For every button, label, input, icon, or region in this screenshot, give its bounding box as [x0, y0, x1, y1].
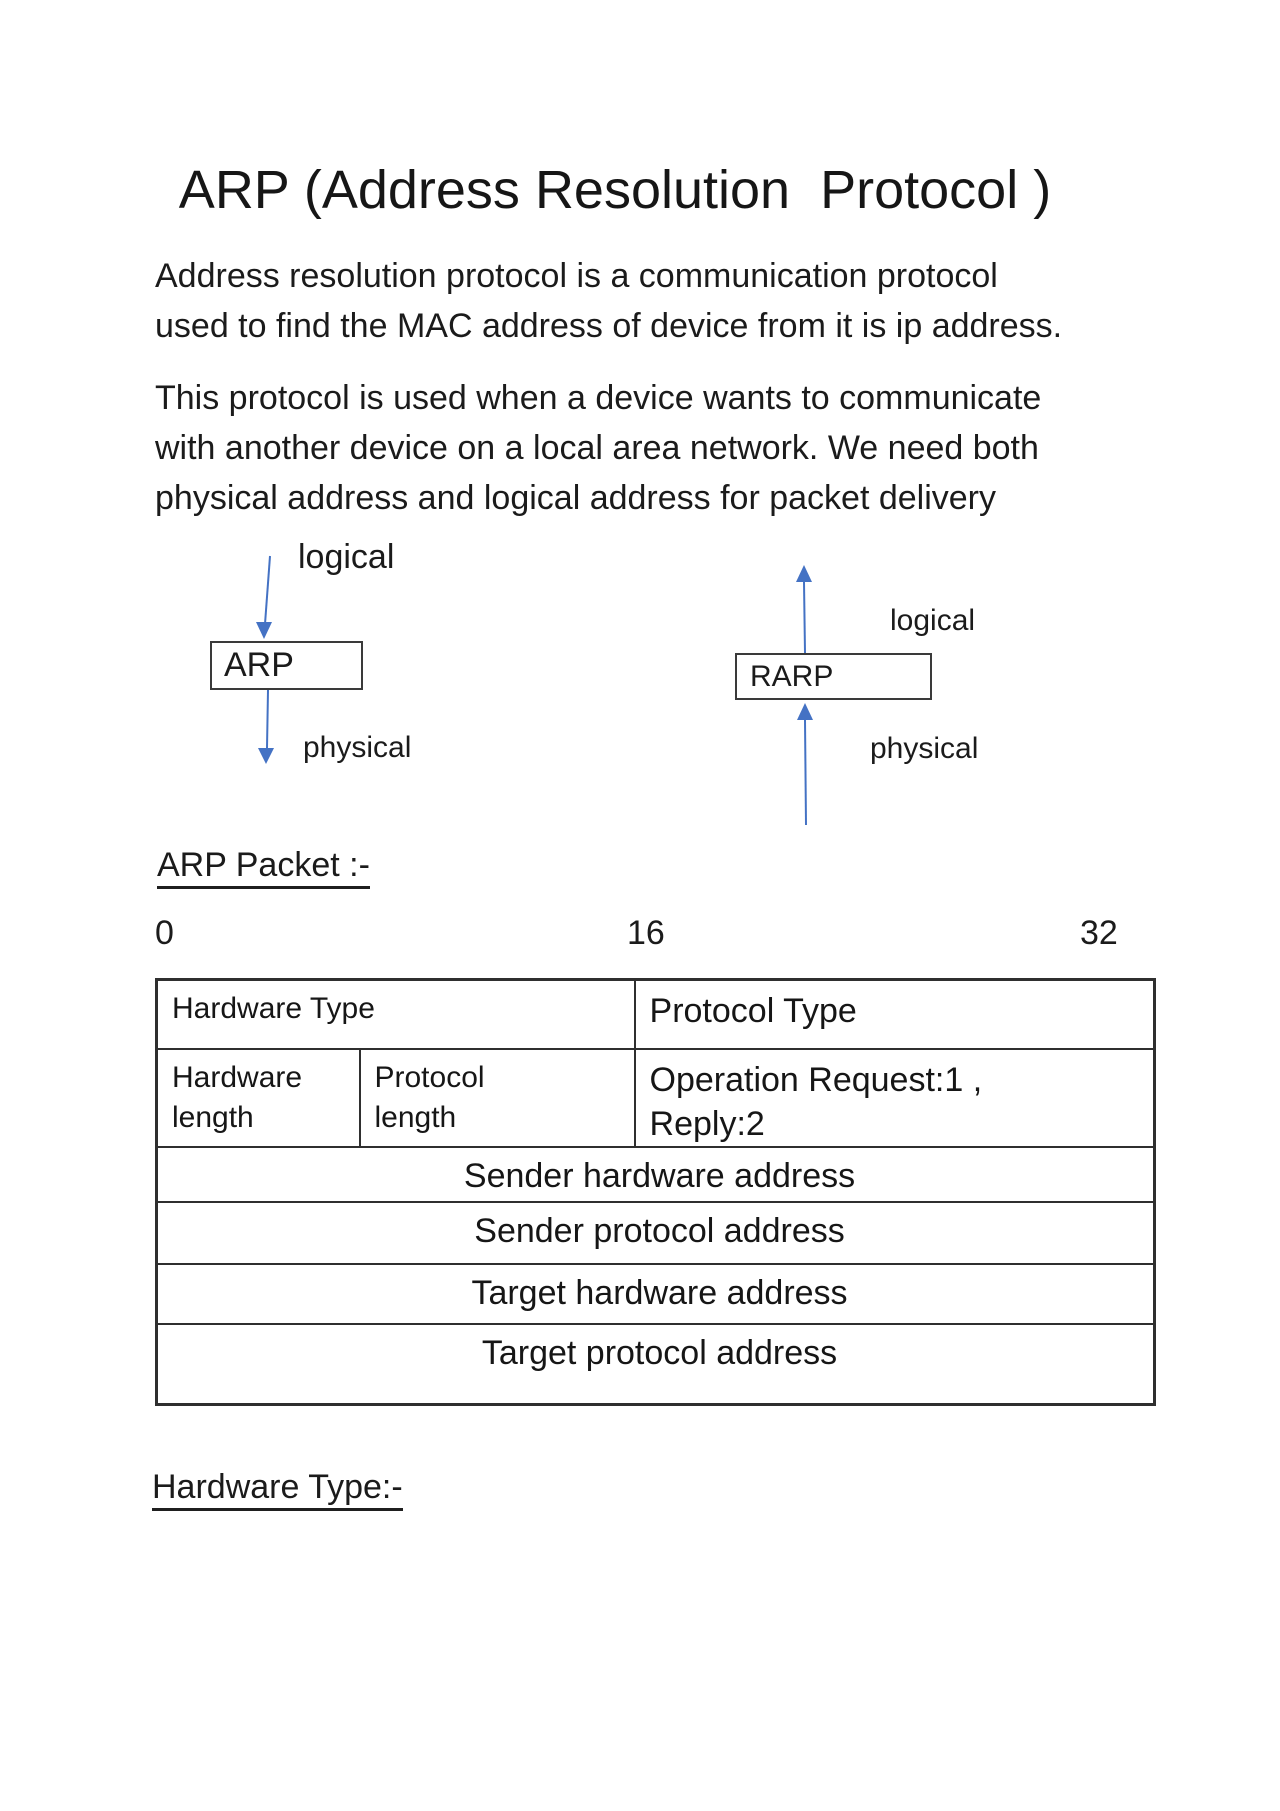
- arp-packet-heading: ARP Packet :-: [157, 848, 370, 889]
- rarp-box: RARP: [735, 653, 932, 700]
- table-row: Hardware Type Protocol Type: [155, 978, 1156, 1050]
- rarp-physical-arrowhead-icon: [797, 703, 813, 720]
- hardware-type-heading: Hardware Type:-: [152, 1470, 403, 1511]
- cell-hardware-length: Hardware length: [155, 1047, 361, 1148]
- hardware-type-heading-text: Hardware Type:-: [152, 1470, 403, 1511]
- rarp-logical-arrowhead-icon: [796, 565, 812, 582]
- arp-logical-label: logical: [298, 538, 395, 576]
- table-row: Sender hardware address: [155, 1145, 1156, 1203]
- cell-target-protocol-address: Target protocol address: [155, 1322, 1156, 1406]
- arp-physical-arrow-line: [266, 689, 269, 749]
- rarp-box-label: RARP: [750, 660, 834, 693]
- arp-packet-heading-text: ARP Packet :-: [157, 848, 370, 889]
- arp-physical-arrowhead-icon: [258, 748, 274, 764]
- bit-marker-16: 16: [627, 914, 665, 952]
- cell-sender-protocol-address: Sender protocol address: [155, 1200, 1156, 1265]
- page-title: ARP (Address Resolution Protocol ): [178, 160, 1052, 220]
- rarp-logical-label: logical: [890, 604, 976, 637]
- table-row: Target protocol address: [155, 1322, 1156, 1406]
- table-row: Hardware length Protocol length Operatio…: [155, 1047, 1156, 1148]
- arp-box: ARP: [210, 641, 363, 690]
- cell-sender-hardware-address: Sender hardware address: [155, 1145, 1156, 1203]
- bit-marker-0: 0: [155, 914, 174, 952]
- paragraph-definition: Address resolution protocol is a communi…: [155, 257, 1063, 345]
- arp-logical-arrowhead-icon: [256, 622, 272, 639]
- arp-packet-table: Hardware Type Protocol Type Hardware len…: [155, 978, 1157, 1406]
- cell-protocol-length: Protocol length: [358, 1047, 636, 1148]
- cell-target-hardware-address: Target hardware address: [155, 1262, 1156, 1325]
- paragraph-usage: This protocol is used when a device want…: [155, 379, 1042, 517]
- rarp-logical-arrow-line: [803, 581, 806, 654]
- rarp-physical-label: physical: [870, 732, 979, 765]
- table-row: Target hardware address: [155, 1262, 1156, 1325]
- cell-protocol-type: Protocol Type: [633, 978, 1156, 1050]
- rarp-physical-arrow-line: [804, 719, 807, 826]
- bit-marker-32: 32: [1080, 914, 1118, 952]
- table-row: Sender protocol address: [155, 1200, 1156, 1265]
- cell-hardware-type: Hardware Type: [155, 978, 636, 1050]
- arp-logical-arrow-line: [264, 555, 271, 625]
- arp-box-label: ARP: [224, 646, 294, 684]
- cell-operation: Operation Request:1 , Reply:2: [633, 1047, 1156, 1148]
- arp-physical-label: physical: [303, 731, 412, 764]
